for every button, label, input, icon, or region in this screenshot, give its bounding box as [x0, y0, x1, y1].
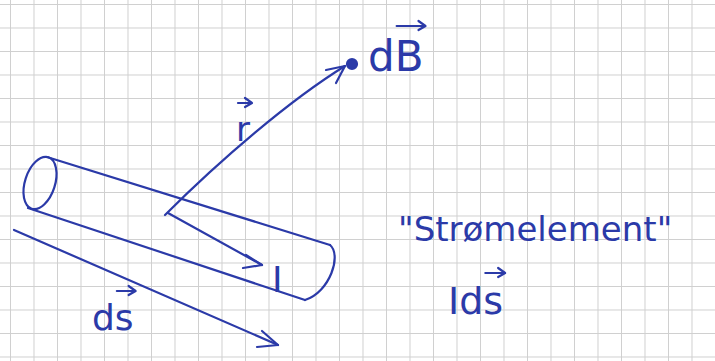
vector-arrow [238, 98, 252, 107]
current-label: I [272, 262, 283, 298]
ds-arrow [14, 230, 278, 345]
vector-arrow [485, 268, 505, 277]
cylinder-edge [47, 157, 330, 245]
length-label: ds [92, 300, 134, 336]
position-label: r [236, 112, 250, 146]
current-element-label: Ids [448, 282, 503, 320]
vector-arrow [117, 286, 136, 295]
cylinder-end [17, 153, 62, 214]
note-text: "Strømelement" [398, 212, 672, 246]
arrow-head [243, 255, 262, 268]
cylinder-end [305, 245, 335, 300]
field-label: dB [368, 36, 423, 78]
vector-arrow [397, 21, 426, 30]
arrow-head [326, 66, 345, 83]
arrow-head [257, 331, 278, 347]
field-point [347, 59, 357, 69]
r-vector [165, 66, 345, 215]
